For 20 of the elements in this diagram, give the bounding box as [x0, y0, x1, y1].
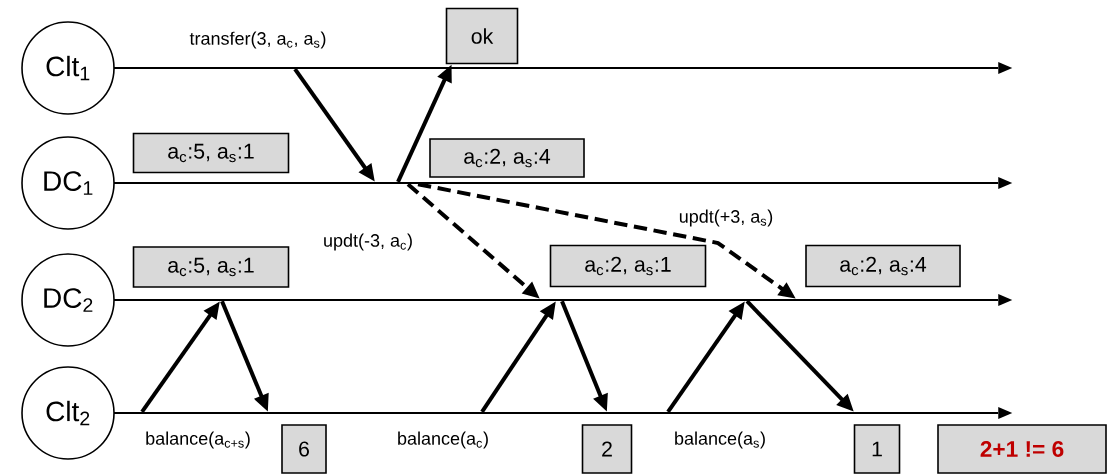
edge-label: balance(a$_{s}$) [672, 430, 768, 450]
edge-label: updt(+3, a$_{s}$) [677, 208, 775, 228]
edge-label: balance(a$_{c}$) [395, 430, 491, 450]
value-box: 1 [853, 424, 901, 474]
timeline-arrow [114, 294, 1013, 306]
value-box: a$_{c}$:2, a$_{s}$:1 [549, 244, 707, 288]
value-box: 2 [581, 424, 633, 474]
value-box: 6 [281, 424, 327, 474]
edge-label: transfer(3, a$_{c}$, a$_{s}$) [188, 30, 328, 50]
result-box: 2+1 != 6 [937, 424, 1107, 474]
value-box: ok [445, 7, 519, 65]
timeline-arrow [114, 407, 1013, 419]
value-box: a$_{c}$:2, a$_{s}$:4 [429, 138, 585, 178]
timeline-arrow [114, 62, 1013, 74]
value-box: a$_{c}$:5, a$_{s}$:1 [132, 132, 290, 174]
timeline-arrow [114, 177, 1013, 189]
edge-label: updt(-3, a$_{c}$) [321, 232, 415, 252]
value-box: a$_{c}$:5, a$_{s}$:1 [132, 246, 290, 288]
value-box: a$_{c}$:2, a$_{s}$:4 [805, 244, 961, 288]
edge-label: balance(a$_{c+s}$) [143, 430, 253, 450]
